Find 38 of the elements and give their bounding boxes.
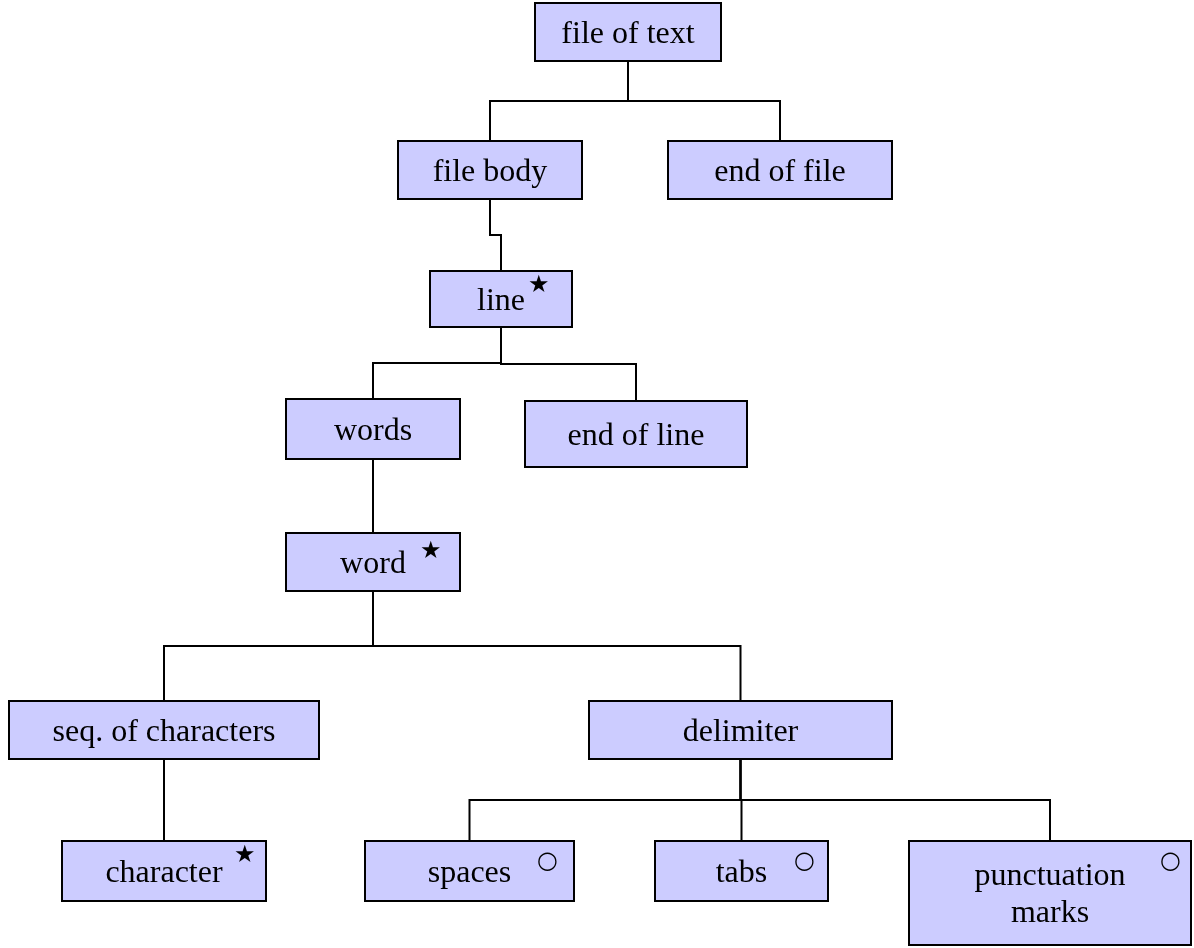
iteration-mark: ★ bbox=[528, 272, 550, 296]
structure-box bbox=[8, 700, 320, 760]
box-label: file of text bbox=[561, 13, 695, 51]
iteration-mark: ○ bbox=[537, 848, 558, 872]
connector-line bbox=[163, 759, 165, 841]
box-label: seq. of characters bbox=[52, 711, 276, 749]
structure-box bbox=[285, 532, 461, 592]
connector-line bbox=[372, 459, 374, 533]
iteration-mark: ○ bbox=[794, 848, 815, 872]
iteration-mark: ★ bbox=[420, 538, 442, 562]
structure-box bbox=[908, 840, 1192, 946]
iteration-mark: ○ bbox=[1160, 848, 1181, 872]
box-label: end of line bbox=[567, 415, 705, 453]
connector-line bbox=[500, 327, 637, 401]
box-label: words bbox=[333, 410, 413, 448]
box-label: delimiter bbox=[682, 711, 799, 749]
connector-line bbox=[739, 759, 1051, 841]
structure-box bbox=[61, 840, 267, 902]
connector-line bbox=[627, 61, 781, 141]
structure-box bbox=[429, 270, 573, 328]
box-label: tabs bbox=[715, 852, 768, 890]
structure-box bbox=[524, 400, 748, 468]
box-label: spaces bbox=[427, 852, 512, 890]
box-label: punctuation marks bbox=[973, 856, 1127, 930]
structure-box bbox=[285, 398, 461, 460]
structure-box bbox=[654, 840, 829, 902]
structure-box bbox=[364, 840, 575, 902]
structure-box bbox=[397, 140, 583, 200]
connector-line bbox=[489, 199, 502, 271]
box-label: end of file bbox=[714, 151, 846, 189]
structure-box bbox=[588, 700, 893, 760]
iteration-mark: ★ bbox=[234, 842, 256, 866]
structure-box bbox=[667, 140, 893, 200]
structure-box bbox=[534, 2, 722, 62]
box-label: file body bbox=[432, 151, 548, 189]
box-label: character bbox=[105, 852, 223, 890]
box-label: word bbox=[340, 543, 406, 581]
box-label: line bbox=[477, 280, 525, 318]
